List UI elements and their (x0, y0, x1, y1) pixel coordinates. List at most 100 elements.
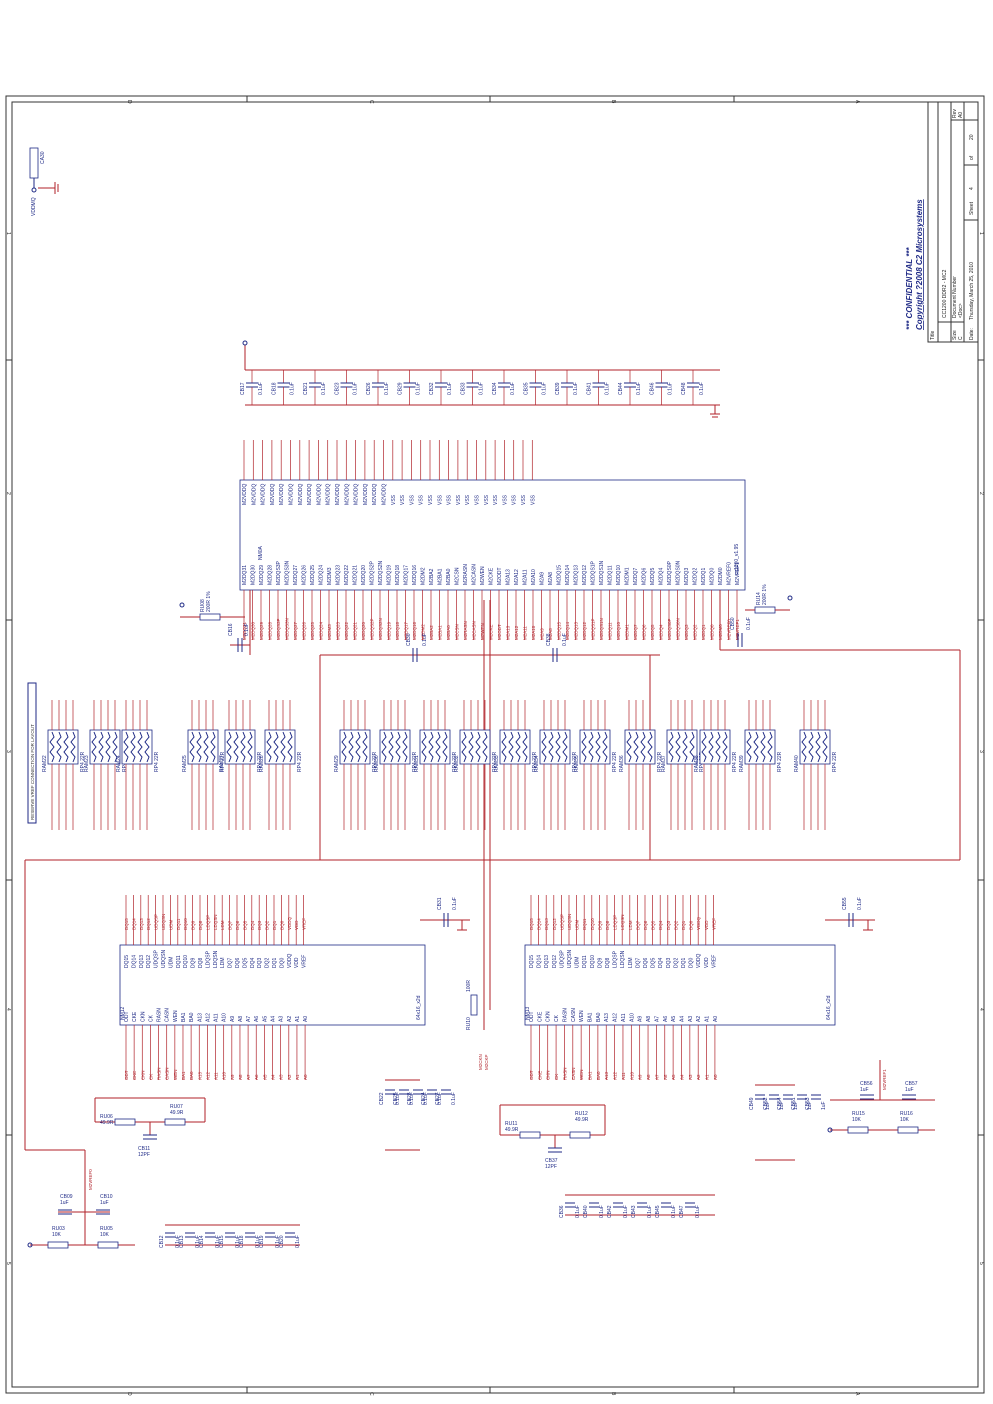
mem-pin-label-bottom: A10 (629, 1013, 635, 1022)
top-cap-value: 0.1uF (447, 382, 453, 395)
bottom-cap-value: 1uF (765, 1101, 771, 1110)
main-ic-net-label: M2CKE (489, 624, 494, 640)
cb09-ref: CB09 (60, 1194, 73, 1200)
mem-pin-label-bottom: A1 (295, 1016, 301, 1022)
main-ic-pin-label-top: VSS (419, 494, 425, 505)
mem-net-label-top: DQ0 (279, 920, 284, 930)
bottom-cap-value: 0.1uF (295, 1235, 301, 1248)
mem-net-label-top: DQ11 (582, 918, 587, 930)
cb37-ref: CB37 (545, 1158, 558, 1164)
mem-pin-label-bottom: BA0 (189, 1012, 195, 1022)
mem-net-label-bottom: A1 (295, 1074, 300, 1080)
resistor-array-value: RP4 22R (732, 751, 738, 772)
mem-net-label-bottom: BA1 (181, 1071, 186, 1080)
cb55-cap: CB55 0.1uF (825, 897, 875, 931)
mem-net-label-top: UDQSN (161, 914, 166, 930)
main-ic-pin-label-bottom: M2CKE (489, 567, 495, 585)
memory-ic-pin-group: DQ15DQ15DQ14DQ14DQ13DQ13DQ12DQ12UDQSPUDQ… (124, 895, 719, 1080)
mem-net-label-bottom: CKN (140, 1070, 145, 1080)
main-ic-net-label: M2DQ13 (574, 621, 579, 640)
resistor-array-value: RP4 22R (832, 751, 838, 772)
main-ic-pin-label-top: M2VDDQ (316, 483, 322, 505)
mem-pin-label-bottom: WEN (173, 1010, 179, 1022)
mem-pin-label-bottom: A5 (671, 1016, 677, 1022)
ca30-label: CA30 (40, 151, 46, 164)
mem-pin-label-top: DQ6 (235, 958, 241, 969)
mem-net-label-bottom: CASN (571, 1067, 576, 1080)
resistor-array-ref: RAM24 (116, 755, 122, 772)
mem-net-label-top: LDQSN (213, 914, 218, 930)
main-ic-net-label: M2DQ6 (642, 624, 647, 640)
mem-net-label-bottom: A6 (663, 1074, 668, 1080)
mem-pin-label-bottom: A11 (621, 1013, 627, 1022)
mem-pin-label-top: DQ0 (689, 958, 695, 969)
mem-net-label-bottom: CK (554, 1074, 559, 1080)
mem-pin-label-top: DQ4 (250, 958, 256, 969)
ru03-value: 10K (52, 1232, 62, 1238)
ru08-value: 200R 1% (206, 591, 212, 612)
nm13-part: 64x16_x2d (826, 995, 832, 1020)
bottom-cap-ref: CB13 (179, 1235, 185, 1248)
nm12-part: 64x16_x2d (416, 995, 422, 1020)
main-ic-pin-label-bottom: M2DQ27 (293, 565, 299, 585)
main-ic-pin-label-top: VSS (437, 494, 443, 505)
mem-pin-label-top: DQ1 (272, 958, 278, 969)
mem-net-label-top: DQ7 (635, 920, 640, 930)
mem-net-label-bottom: A5 (671, 1074, 676, 1080)
mem-pin-label-top: VREF (302, 955, 308, 968)
sheet-label: Sheet (969, 201, 975, 215)
main-ic-pin-label-top: VSS (400, 494, 406, 505)
main-ic-pin-label-bottom: M2DQ29 (259, 565, 265, 585)
mem-pin-label-bottom: A1 (705, 1016, 711, 1022)
top-cap-ref: CB29 (398, 382, 404, 395)
main-ic-pin-label-bottom: M2DQS2N (378, 560, 384, 585)
cb37-value: 12PF (545, 1164, 557, 1170)
top-cap-ref: CB41 (587, 382, 593, 395)
mem-pin-label-top: DQ6 (643, 958, 649, 969)
mem-pin-label-top: DQ11 (176, 955, 182, 968)
main-ic-pin-label-top: VSS (484, 494, 490, 505)
mem-pin-label-bottom: A9 (230, 1016, 236, 1022)
main-ic-net-label: M2DQ22 (344, 621, 349, 640)
resistor-array-ref: RAM36 (619, 755, 625, 772)
main-ic-pin-label-bottom: M2DQ24 (319, 565, 325, 585)
main-ic-pin-label-top: M2VDDQ (279, 483, 285, 505)
top-cap-value: 0.1uF (479, 382, 485, 395)
main-ic-part: cc1200_v1.95 (734, 544, 740, 575)
ruler-num-4-right: 4 (978, 1008, 984, 1011)
main-ic-net-label: M2A10 (531, 625, 536, 640)
bottom-cap-ref: CB12 (159, 1235, 165, 1248)
main-ic-net-label: M2ODT (497, 624, 502, 640)
main-ic-net-label: M2DQ7 (633, 624, 638, 640)
main-ic-pin-label-bottom: M2DQ1 (701, 568, 707, 585)
sheet-value: 4 (969, 187, 975, 190)
main-ic-pin-label-top: M2VDDQ (335, 483, 341, 505)
mem-net-label-bottom: A3 (279, 1074, 284, 1080)
bottom-cap-value: 0.1uF (695, 1205, 701, 1218)
resistor-array-ref: RAM39 (739, 755, 745, 772)
main-ic-pin-label-bottom: M2VREF1 (735, 562, 741, 585)
mem-pin-label-bottom: CKE (132, 1011, 138, 1022)
vref-divider-right: M2VREF1 RU15 10K RU16 10K CB56 1uF CB57 … (827, 1060, 935, 1134)
ru05-value: 10K (100, 1232, 110, 1238)
mem-pin-label-top: DQ10 (183, 955, 189, 968)
mem-pin-label-top: DQ13 (139, 955, 145, 968)
top-cap-ref: CB39 (555, 382, 561, 395)
vddmq-cap-ca30: VDDMQ CA30 (29, 147, 59, 216)
ruler-letter-a-bottom: A (854, 1392, 860, 1396)
mem-pin-label-bottom: A8 (646, 1016, 652, 1022)
ruler-letter-d-bottom: D (126, 1392, 132, 1396)
mem-net-label-top: DQ15 (124, 918, 129, 930)
top-decoupling-row (242, 340, 720, 418)
title-block: *** CONFIDENTIAL *** Copyright ?2008 C2 … (905, 101, 979, 343)
main-ic-net-label: M2DQS0N (676, 618, 681, 640)
main-ic-pin-label-bottom: M2DQ26 (302, 565, 308, 585)
mem-net-label-top: DQ6 (235, 920, 240, 930)
main-ic-pin-label-top: VSS (512, 494, 518, 505)
main-ic-net-label: M2DQ24 (319, 621, 324, 640)
